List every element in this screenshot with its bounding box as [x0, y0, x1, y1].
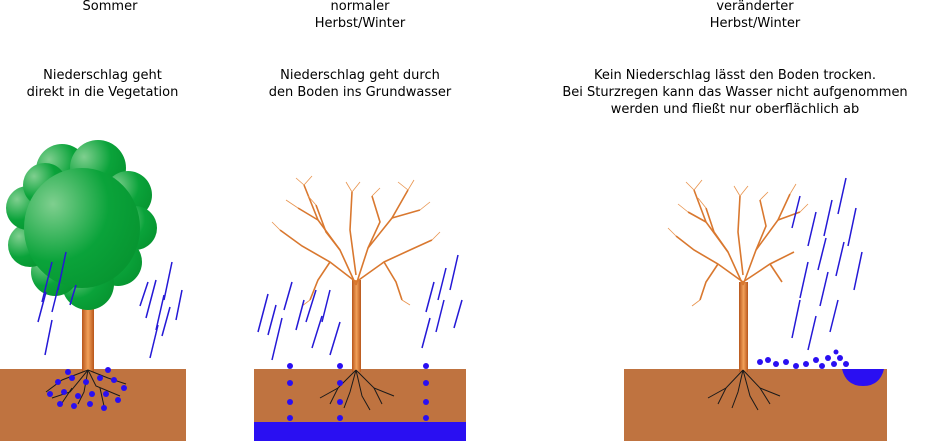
- rain-normal-winter: [257, 254, 463, 361]
- twigs-normal-winter: [271, 175, 441, 307]
- twigs-changed-winter: [667, 179, 809, 307]
- panel-changed-winter: [624, 177, 887, 441]
- trunk-summer: [82, 300, 94, 372]
- season-label-summer: Sommer: [82, 0, 138, 14]
- rain-summer: [37, 251, 183, 359]
- surface-runoff: [757, 349, 849, 369]
- seepage-drops: [287, 363, 429, 421]
- groundwater: [254, 422, 466, 441]
- description-changed-winter: Kein Niederschlag lässt den Boden trocke…: [562, 68, 908, 117]
- rain-changed-winter: [791, 177, 863, 351]
- trunk-changed-winter: [739, 282, 748, 372]
- panel-summer: [0, 140, 186, 441]
- bare-branches-changed-winter: [675, 189, 801, 301]
- panel-normal-winter: [254, 175, 466, 441]
- tree-crown: [6, 140, 157, 310]
- bare-branches-normal-winter: [279, 184, 433, 301]
- roots-summer: [45, 369, 127, 407]
- soil-water-summer: [47, 367, 127, 411]
- runoff-puddle: [842, 369, 884, 386]
- roots-normal-winter: [319, 369, 395, 411]
- roots-changed-winter: [707, 369, 781, 411]
- trunk-normal-winter: [352, 280, 361, 372]
